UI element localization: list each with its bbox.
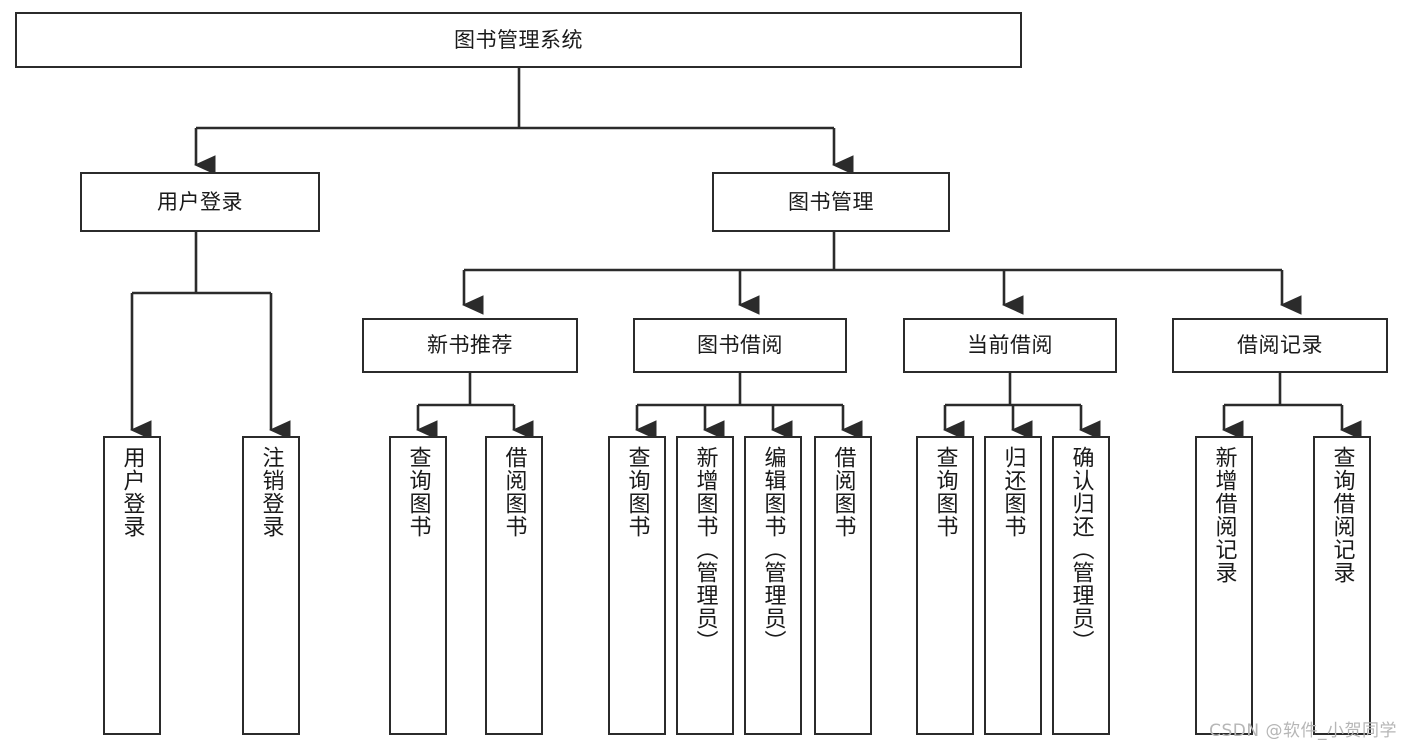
node-leaf-return-book-label: 归还图书 <box>1000 446 1026 538</box>
node-book-manage[interactable]: 图书管理 <box>712 172 950 232</box>
node-leaf-borrow-book-1[interactable]: 借阅图书 <box>485 436 543 735</box>
node-leaf-logout[interactable]: 注销登录 <box>242 436 300 735</box>
node-leaf-logout-label: 注销登录 <box>258 446 284 538</box>
node-leaf-query-book-2[interactable]: 查询图书 <box>608 436 666 735</box>
node-leaf-borrow-book-2-label: 借阅图书 <box>830 446 856 538</box>
node-new-book-recommend[interactable]: 新书推荐 <box>362 318 578 373</box>
node-book-manage-label: 图书管理 <box>788 189 874 214</box>
node-leaf-add-book[interactable]: 新增图书（管理员） <box>676 436 734 735</box>
node-leaf-query-book-1[interactable]: 查询图书 <box>389 436 447 735</box>
node-user-login[interactable]: 用户登录 <box>80 172 320 232</box>
node-leaf-query-book-2-label: 查询图书 <box>624 446 650 538</box>
csdn-watermark: CSDN @软件_小贺同学 <box>1209 721 1397 741</box>
node-leaf-query-borrow-record[interactable]: 查询借阅记录 <box>1313 436 1371 735</box>
node-leaf-edit-book[interactable]: 编辑图书（管理员） <box>744 436 802 735</box>
node-current-borrow-label: 当前借阅 <box>967 333 1053 358</box>
node-leaf-confirm-return[interactable]: 确认归还（管理员） <box>1052 436 1110 735</box>
node-leaf-user-login[interactable]: 用户登录 <box>103 436 161 735</box>
node-leaf-confirm-return-label: 确认归还（管理员） <box>1068 446 1094 653</box>
node-leaf-borrow-book-1-label: 借阅图书 <box>501 446 527 538</box>
node-current-borrow[interactable]: 当前借阅 <box>903 318 1117 373</box>
node-leaf-borrow-book-2[interactable]: 借阅图书 <box>814 436 872 735</box>
node-borrow-record[interactable]: 借阅记录 <box>1172 318 1388 373</box>
node-leaf-user-login-label: 用户登录 <box>119 446 145 538</box>
node-leaf-query-book-3-label: 查询图书 <box>932 446 958 538</box>
node-book-borrow-label: 图书借阅 <box>697 333 783 358</box>
node-borrow-record-label: 借阅记录 <box>1237 333 1323 358</box>
node-root-system[interactable]: 图书管理系统 <box>15 12 1022 68</box>
node-new-book-recommend-label: 新书推荐 <box>427 333 513 358</box>
node-leaf-add-borrow-record-label: 新增借阅记录 <box>1211 446 1237 584</box>
node-leaf-return-book[interactable]: 归还图书 <box>984 436 1042 735</box>
node-root-system-label: 图书管理系统 <box>454 27 583 52</box>
node-leaf-query-book-3[interactable]: 查询图书 <box>916 436 974 735</box>
node-leaf-query-book-1-label: 查询图书 <box>405 446 431 538</box>
node-leaf-edit-book-label: 编辑图书（管理员） <box>760 446 786 653</box>
node-book-borrow[interactable]: 图书借阅 <box>633 318 847 373</box>
node-user-login-label: 用户登录 <box>157 189 243 214</box>
node-leaf-query-borrow-record-label: 查询借阅记录 <box>1329 446 1355 584</box>
node-leaf-add-borrow-record[interactable]: 新增借阅记录 <box>1195 436 1253 735</box>
node-leaf-add-book-label: 新增图书（管理员） <box>692 446 718 653</box>
